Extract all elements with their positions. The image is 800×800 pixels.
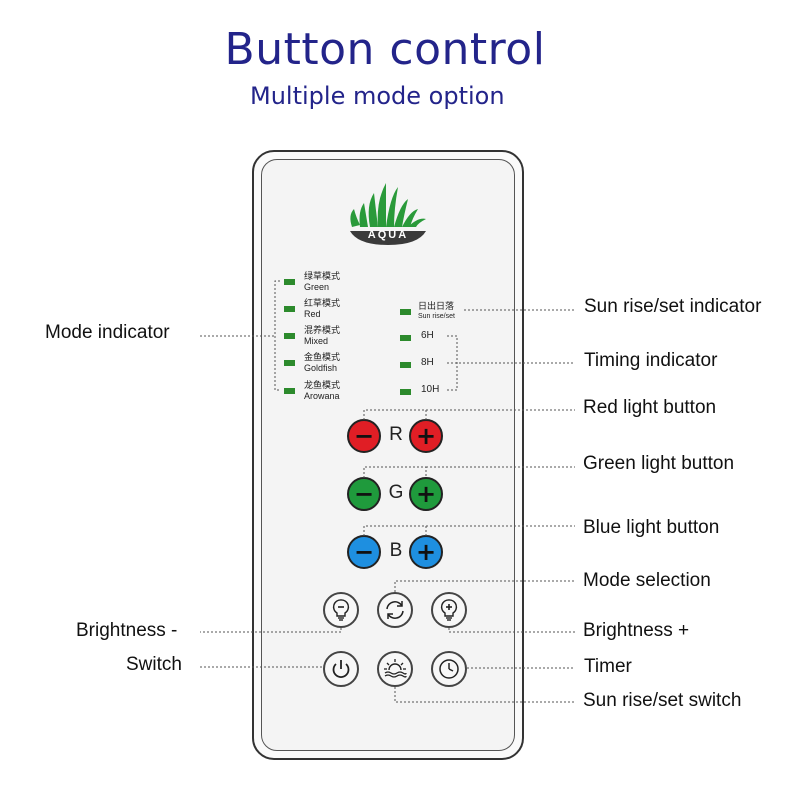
bulb-minus-icon bbox=[332, 599, 350, 621]
brightness-minus-button[interactable] bbox=[323, 592, 359, 628]
sunrise-switch-button[interactable] bbox=[377, 651, 413, 687]
mode-led bbox=[284, 388, 295, 394]
callout-sunrise-switch: Sun rise/set switch bbox=[583, 690, 742, 711]
mode-label-en: Mixed bbox=[304, 336, 329, 346]
timer-led-8h bbox=[400, 362, 411, 368]
callout-sunrise-indicator: Sun rise/set indicator bbox=[584, 296, 762, 317]
blue-label: B bbox=[389, 540, 403, 561]
cycle-arrows-icon bbox=[386, 601, 404, 619]
mode-label-cn: 红草模式 bbox=[304, 299, 341, 309]
green-label: G bbox=[388, 482, 404, 503]
sunrise-icon bbox=[384, 659, 407, 678]
mode-label-en: Goldfish bbox=[304, 363, 338, 373]
red-label: R bbox=[389, 424, 403, 445]
mode-led bbox=[284, 360, 295, 366]
blue-plus-button[interactable]: + bbox=[409, 535, 443, 569]
callout-timer: Timer bbox=[584, 656, 632, 677]
red-minus-button[interactable]: − bbox=[347, 419, 381, 453]
page-subtitle: Multiple mode option bbox=[250, 82, 505, 110]
mode-label-cn: 绿草模式 bbox=[304, 272, 341, 282]
mode-led bbox=[284, 333, 295, 339]
callout-mode-selection: Mode selection bbox=[583, 570, 711, 591]
page-title: Button control bbox=[224, 24, 546, 75]
mode-label-cn: 龙鱼模式 bbox=[304, 381, 341, 391]
red-plus-button[interactable]: + bbox=[409, 419, 443, 453]
timer-label-8h: 8H bbox=[421, 357, 434, 368]
callout-blue-button: Blue light button bbox=[583, 517, 720, 538]
mode-label-cn: 金鱼模式 bbox=[304, 353, 341, 363]
sunrise-led bbox=[400, 309, 411, 315]
timer-led-6h bbox=[400, 335, 411, 341]
mode-label-cn: 混养模式 bbox=[304, 326, 341, 336]
timer-label-10h: 10H bbox=[421, 384, 440, 395]
mode-led bbox=[284, 279, 295, 285]
power-icon bbox=[332, 660, 350, 678]
grass-icon bbox=[350, 183, 426, 245]
timer-button[interactable] bbox=[431, 651, 467, 687]
callout-green-button: Green light button bbox=[583, 453, 735, 474]
mode-label-en: Green bbox=[304, 282, 330, 292]
blue-minus-button[interactable]: − bbox=[347, 535, 381, 569]
logo-text: AQUA bbox=[367, 229, 409, 241]
mode-selection-button[interactable] bbox=[377, 592, 413, 628]
sunrise-label-en: Sun rise/set bbox=[418, 313, 455, 320]
mode-label-en: Arowana bbox=[304, 391, 340, 401]
callout-timing-indicator: Timing indicator bbox=[584, 350, 718, 371]
green-plus-button[interactable]: + bbox=[409, 477, 443, 511]
timer-label-6h: 6H bbox=[421, 330, 434, 341]
callout-red-button: Red light button bbox=[583, 397, 717, 418]
power-switch-button[interactable] bbox=[323, 651, 359, 687]
callout-switch: Switch bbox=[126, 654, 182, 675]
brightness-plus-button[interactable] bbox=[431, 592, 467, 628]
callout-brightness-plus: Brightness + bbox=[583, 620, 690, 641]
bulb-plus-icon bbox=[440, 599, 458, 621]
timer-led-10h bbox=[400, 389, 411, 395]
callout-mode-indicator: Mode indicator bbox=[45, 322, 170, 343]
clock-icon bbox=[439, 659, 459, 679]
mode-led bbox=[284, 306, 295, 312]
callout-brightness-minus: Brightness - bbox=[76, 620, 178, 641]
sunrise-label-cn: 日出日落 bbox=[418, 302, 455, 312]
mode-label-en: Red bbox=[304, 309, 321, 319]
